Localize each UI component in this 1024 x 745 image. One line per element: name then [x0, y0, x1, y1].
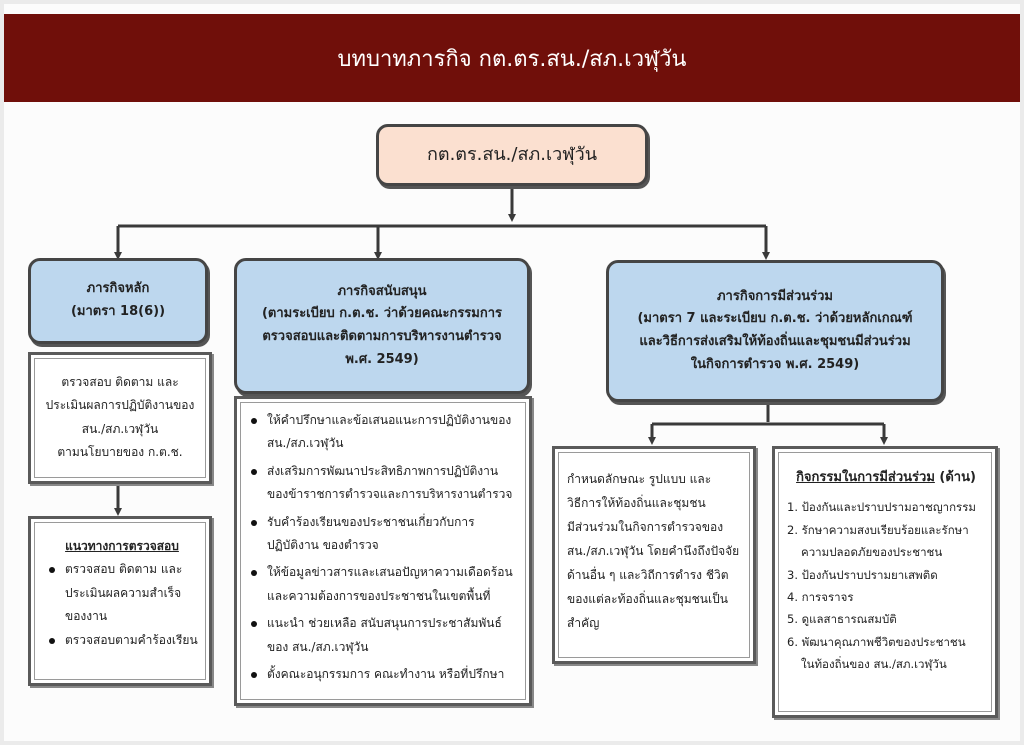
- main-mission-desc-line: ตรวจสอบ ติดตาม และ: [61, 375, 179, 389]
- support-mission-node: ภารกิจสนับสนุน (ตามระเบียบ ก.ต.ช. ว่าด้ว…: [234, 258, 530, 394]
- participation-mission-title: ภารกิจการมีส่วนร่วม: [716, 288, 834, 304]
- participation-desc-line: ของแต่ละท้องถิ่นและชุมชนเป็น: [567, 592, 728, 606]
- activity-item-text: ความปลอดภัยของประชาชน: [801, 545, 943, 560]
- guideline-item-text: ของงาน: [65, 609, 108, 624]
- main-mission-desc-line: ประเมินผลการปฏิบัติงานของ: [45, 398, 195, 413]
- activity-item: 2. รักษาความสงบเรียบร้อยและรักษา ความปลอ…: [783, 519, 989, 564]
- participation-desc-line: ด้านอื่น ๆ และวิถีการดำรง ชีวิต: [567, 568, 729, 582]
- activity-item-text: 2. รักษาความสงบเรียบร้อยและรักษา: [787, 522, 969, 537]
- support-item-text: ของ สน./สภ.เวฬุวัน: [267, 639, 369, 654]
- support-mission-title: ภารกิจสนับสนุน: [337, 283, 427, 299]
- activity-item: 5. ดูแลสาธารณสมบัติ: [783, 608, 989, 630]
- activity-item-text: 1. ป้องกันและปราบปรามอาชญากรรม: [787, 500, 976, 515]
- support-item-text: ให้คำปรึกษาและข้อเสนอแนะการปฏิบัติงานของ: [267, 413, 512, 427]
- participation-mission-subtitle-line: และวิธีการส่งเสริมให้ท้องถิ่นและชุมชนมีส…: [639, 334, 911, 349]
- activities-title: กิจกรรมในการมีส่วนร่วม: [796, 470, 935, 485]
- support-item: รับคำร้องเรียนของประชาชนเกี่ยวกับการ ปฏิ…: [245, 511, 521, 558]
- activities-box: กิจกรรมในการมีส่วนร่วม (ด้าน) 1. ป้องกัน…: [772, 446, 998, 718]
- guideline-item: ตรวจสอบ ติดตาม และ ประเมินผลความสำเร็จ ข…: [43, 558, 201, 628]
- main-mission-title: ภารกิจหลัก: [86, 281, 150, 297]
- support-item-text: และความต้องการของประชาชนในเขตพื้นที่: [267, 588, 491, 603]
- activity-item: 4. การจราจร: [783, 586, 989, 608]
- guideline-box: แนวทางการตรวจสอบ ตรวจสอบ ติดตาม และ ประเ…: [28, 516, 212, 686]
- support-item-text: ปฏิบัติงาน ของตำรวจ: [267, 537, 379, 552]
- banner-title: บทบาทภารกิจ กต.ตร.สน./สภ.เวฬุวัน: [337, 46, 687, 72]
- activity-item: 3. ป้องกันปราบปรามยาเสพติด: [783, 564, 989, 586]
- support-mission-list-box: ให้คำปรึกษาและข้อเสนอแนะการปฏิบัติงานของ…: [234, 396, 532, 706]
- guideline-item-text: ตรวจสอบตามคำร้องเรียน: [65, 632, 198, 647]
- support-item-text: ให้ข้อมูลข่าวสารและเสนอปัญหาความเดือดร้อ…: [267, 565, 513, 580]
- title-banner: บทบาทภารกิจ กต.ตร.สน./สภ.เวฬุวัน: [4, 14, 1020, 102]
- connector-lines: [114, 188, 888, 516]
- support-item-text: ส่งเสริมการพัฒนาประสิทธิภาพการปฏิบัติงาน: [267, 463, 499, 478]
- support-item-text: ตั้งคณะอนุกรรมการ คณะทำงาน หรือที่ปรึกษา: [267, 666, 505, 681]
- support-mission-subtitle-line: พ.ศ. 2549): [345, 351, 419, 367]
- activity-item: 1. ป้องกันและปราบปรามอาชญากรรม: [783, 496, 989, 518]
- participation-desc-line: สำคัญ: [567, 616, 600, 630]
- support-item-text: สน./สภ.เวฬุวัน: [267, 436, 344, 451]
- support-mission-subtitle-line: (ตามระเบียบ ก.ต.ช. ว่าด้วยคณะกรรมการ: [261, 306, 503, 322]
- guideline-item-text: ประเมินผลความสำเร็จ: [65, 585, 182, 600]
- activity-item-text: 3. ป้องกันปราบปรามยาเสพติด: [787, 567, 938, 582]
- support-item: ส่งเสริมการพัฒนาประสิทธิภาพการปฏิบัติงาน…: [245, 460, 521, 507]
- participation-mission-subtitle-line: (มาตรา 7 และระเบียบ ก.ต.ช. ว่าด้วยหลักเก…: [637, 311, 913, 327]
- support-item-text: รับคำร้องเรียนของประชาชนเกี่ยวกับการ: [267, 514, 475, 529]
- participation-mission-node: ภารกิจการมีส่วนร่วม (มาตรา 7 และระเบียบ …: [606, 260, 944, 402]
- main-mission-desc-line: สน./สภ.เวฬุวัน: [81, 421, 159, 436]
- support-item: แนะนำ ช่วยเหลือ สนับสนุนการประชาสัมพันธ์…: [245, 612, 521, 659]
- activities-title-suffix: (ด้าน): [934, 470, 976, 485]
- support-item: ตั้งคณะอนุกรรมการ คณะทำงาน หรือที่ปรึกษา: [245, 663, 521, 686]
- activity-item: 6. พัฒนาคุณภาพชีวิตของประชาชน ในท้องถิ่น…: [783, 631, 989, 676]
- participation-mission-subtitle-line: ในกิจการตำรวจ พ.ศ. 2549): [690, 356, 860, 372]
- guideline-item: ตรวจสอบตามคำร้องเรียน: [43, 629, 201, 652]
- support-item: ให้คำปรึกษาและข้อเสนอแนะการปฏิบัติงานของ…: [245, 409, 521, 456]
- activity-item-text: 4. การจราจร: [787, 590, 854, 605]
- support-item-text: ของข้าราชการตำรวจและการบริหารงานตำรวจ: [267, 487, 513, 502]
- participation-desc-line: สน./สภ.เวฬุวัน โดยคำนึงถึงปัจจัย: [567, 544, 740, 558]
- activity-item-text: 5. ดูแลสาธารณสมบัติ: [787, 612, 897, 627]
- root-label: กต.ตร.สน./สภ.เวฬุวัน: [426, 144, 597, 166]
- main-mission-node: ภารกิจหลัก (มาตรา 18(6)): [28, 258, 208, 344]
- guideline-title: แนวทางการตรวจสอบ: [65, 539, 179, 553]
- main-mission-desc-line: ตามนโยบายของ ก.ต.ช.: [57, 445, 183, 460]
- participation-description: กำหนดลักษณะ รูปแบบ และ วิธีการให้ท้องถิ่…: [552, 446, 756, 664]
- main-mission-subtitle: (มาตรา 18(6)): [70, 304, 166, 319]
- activity-item-text: 6. พัฒนาคุณภาพชีวิตของประชาชน: [787, 634, 966, 649]
- participation-desc-line: มีส่วนร่วมในกิจการตำรวจของ: [567, 520, 724, 534]
- main-mission-description: ตรวจสอบ ติดตาม และ ประเมินผลการปฏิบัติงา…: [28, 352, 212, 484]
- support-mission-subtitle-line: ตรวจสอบและติดตามการบริหารงานตำรวจ: [262, 329, 502, 344]
- participation-desc-line: วิธีการให้ท้องถิ่นและชุมชน: [567, 496, 706, 510]
- root-node: กต.ตร.สน./สภ.เวฬุวัน: [376, 124, 648, 186]
- guideline-item-text: ตรวจสอบ ติดตาม และ: [65, 562, 183, 577]
- support-item: ให้ข้อมูลข่าวสารและเสนอปัญหาความเดือดร้อ…: [245, 561, 521, 608]
- support-item-text: แนะนำ ช่วยเหลือ สนับสนุนการประชาสัมพันธ์: [267, 616, 502, 631]
- activity-item-text: ในท้องถิ่นของ สน./สภ.เวฬุวัน: [801, 657, 947, 672]
- page: บทบาทภารกิจ กต.ตร.สน./สภ.เวฬุวัน กต.ตร.ส…: [4, 4, 1020, 741]
- participation-desc-line: กำหนดลักษณะ รูปแบบ และ: [567, 472, 712, 486]
